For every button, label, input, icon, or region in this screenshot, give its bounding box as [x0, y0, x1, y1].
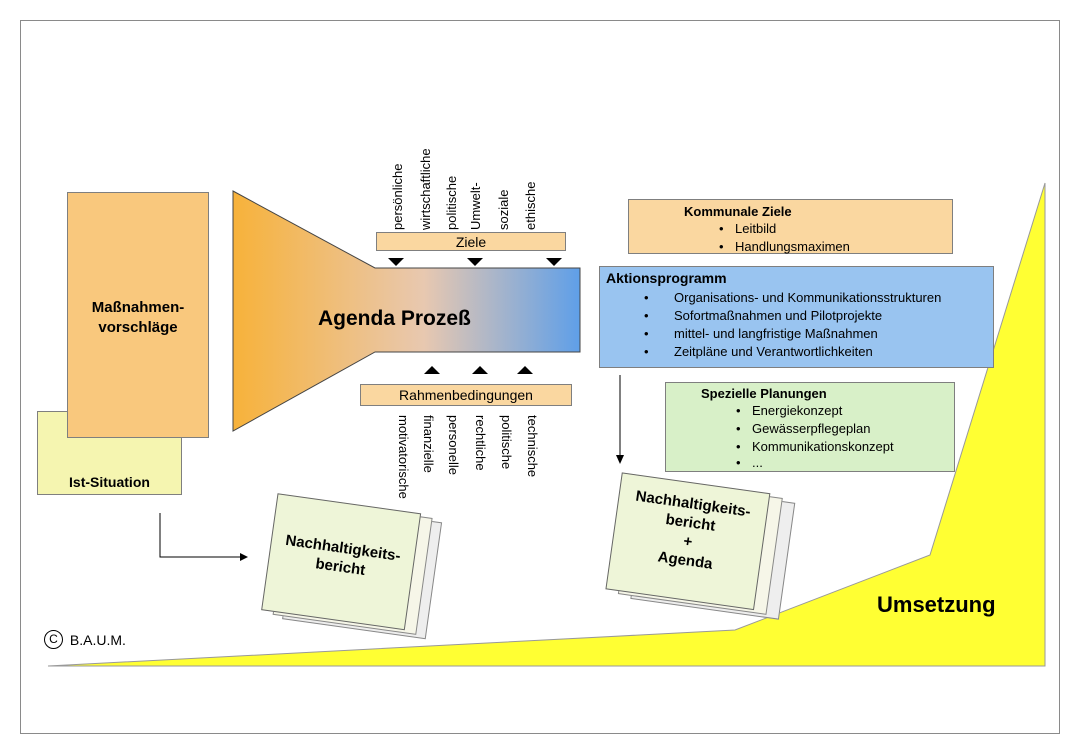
- spezielle-planungen-item: Kommunikationskonzept: [736, 438, 894, 456]
- rahmen-arrow-2: [472, 366, 488, 374]
- aktionsprogramm-list: Organisations- und Kommunikationsstruktu…: [644, 289, 941, 361]
- kommunale-ziele-list: Leitbild Handlungsmaximen: [719, 220, 850, 256]
- ziele-item-3: politische: [444, 175, 459, 230]
- agenda-funnel: [232, 190, 581, 432]
- spezielle-planungen-list: Energiekonzept Gewässerpflegeplan Kommun…: [736, 402, 894, 470]
- aktionsprogramm-box: Aktionsprogramm Organisations- und Kommu…: [599, 266, 994, 368]
- rahmen-item-5: politische: [499, 415, 514, 470]
- spezielle-planungen-title: Spezielle Planungen: [701, 386, 827, 401]
- massnahmen-label: Maßnahmen- vorschläge: [91, 299, 185, 336]
- ziele-arrow-2: [467, 258, 483, 266]
- spezielle-planungen-item: Energiekonzept: [736, 402, 894, 420]
- spezielle-planungen-item: Gewässerpflegeplan: [736, 420, 894, 438]
- copyright-icon: C: [44, 630, 63, 649]
- ist-to-bericht-arrow: [159, 513, 240, 558]
- aktionsprogramm-title: Aktionsprogramm: [606, 270, 727, 286]
- massnahmen-box: [67, 192, 209, 438]
- copyright: C B.A.U.M.: [44, 630, 126, 649]
- bericht-agenda-book: Nachhaltigkeits- bericht + Agenda: [604, 472, 810, 625]
- slide-frame: [20, 20, 1060, 734]
- kommunale-ziele-item: Handlungsmaximen: [719, 238, 850, 256]
- rahmen-item-1: motivatorische: [396, 415, 411, 499]
- ziele-item-4: Umwelt-: [468, 182, 483, 230]
- agenda-label: Agenda Prozeß: [318, 307, 471, 330]
- copyright-text: B.A.U.M.: [69, 631, 126, 648]
- spezielle-planungen-item: ...: [736, 456, 894, 471]
- spezielle-planungen-box: Spezielle Planungen Energiekonzept Gewäs…: [665, 382, 955, 472]
- umsetzung-label: Umsetzung: [877, 592, 996, 617]
- aktionsprogramm-item: Sofortmaßnahmen und Pilotprojekte: [644, 307, 941, 325]
- bericht-book: Nachhaltigkeits- bericht: [260, 493, 454, 642]
- kommunale-ziele-item: Leitbild: [719, 220, 850, 238]
- umsetzung-wedge: [47, 182, 1046, 667]
- ziele-item-2: wirtschaftliche: [418, 148, 433, 230]
- rahmen-arrow-3: [517, 366, 533, 374]
- ist-situation-label: Ist-Situation: [69, 474, 150, 490]
- ziele-arrow-3: [546, 258, 562, 266]
- rahmen-item-2: finanzielle: [421, 415, 436, 473]
- kommunale-ziele-box: Kommunale Ziele Leitbild Handlungsmaxime…: [628, 199, 953, 256]
- ziele-item-5: soziale: [496, 189, 511, 230]
- rahmen-item-3: personelle: [446, 415, 461, 475]
- rahmen-item-4: rechtliche: [473, 415, 488, 471]
- rahmen-arrow-1: [424, 366, 440, 374]
- rahmen-box: [360, 384, 572, 406]
- aktionsprogramm-item: mittel- und langfristige Maßnahmen: [644, 325, 941, 343]
- ziele-box: [376, 232, 566, 251]
- ziele-arrow-1: [388, 258, 404, 266]
- kommunale-ziele-title: Kommunale Ziele: [684, 204, 792, 219]
- ziele-item-1: persönliche: [390, 163, 405, 231]
- ziele-item-6: ethische: [523, 181, 538, 230]
- rahmen-item-6: technische: [525, 415, 540, 478]
- aktionsprogramm-item: Organisations- und Kommunikationsstruktu…: [644, 289, 941, 307]
- aktionsprogramm-item: Zeitpläne und Verantwortlichkeiten: [644, 343, 941, 361]
- ziele-label: Ziele: [455, 234, 487, 250]
- rahmen-label: Rahmenbedingungen: [399, 387, 533, 403]
